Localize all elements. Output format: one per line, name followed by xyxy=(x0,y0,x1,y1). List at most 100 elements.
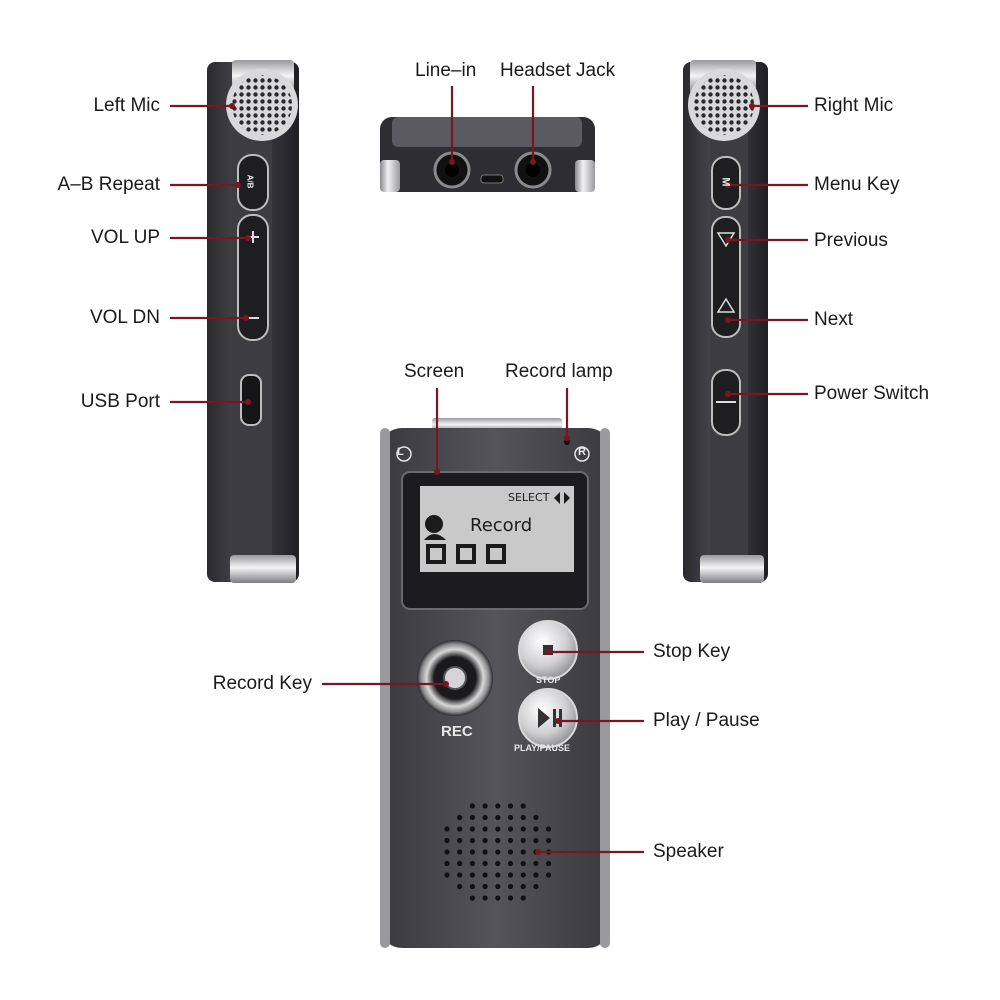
speaker-hole xyxy=(533,814,539,821)
speaker-hole xyxy=(482,849,488,855)
speaker-hole xyxy=(495,883,501,890)
speaker-hole xyxy=(457,883,463,890)
speaker-hole xyxy=(520,837,526,844)
speaker-hole xyxy=(520,803,526,809)
speaker-hole xyxy=(444,826,450,832)
speaker-hole xyxy=(507,883,514,890)
speaker-hole xyxy=(533,837,539,844)
label-headset-jack: Headset Jack xyxy=(500,60,616,81)
play-pause-caption: PLAY/PAUSE xyxy=(514,743,571,753)
speaker-hole xyxy=(546,872,552,878)
speaker-hole xyxy=(520,860,526,867)
speaker-hole xyxy=(520,872,526,878)
label-right-mic: Right Mic xyxy=(814,95,894,116)
speaker-hole xyxy=(469,860,475,867)
speaker-hole xyxy=(469,814,475,821)
speaker-hole xyxy=(457,814,463,821)
speaker-hole xyxy=(495,837,501,844)
speaker-hole xyxy=(495,814,501,821)
speaker-hole xyxy=(533,872,539,878)
speaker-hole xyxy=(507,814,514,821)
speaker-hole xyxy=(457,826,463,832)
front-view xyxy=(380,418,610,948)
speaker-hole xyxy=(507,872,514,878)
label-previous: Previous xyxy=(814,230,888,251)
play-pause-icon xyxy=(538,708,550,728)
label-stop-key: Stop Key xyxy=(653,641,731,662)
top-view xyxy=(380,117,595,192)
speaker-hole xyxy=(469,803,475,809)
label-play-pause: Play / Pause xyxy=(653,710,760,731)
track-rocker[interactable] xyxy=(711,216,741,338)
label-next: Next xyxy=(814,309,854,330)
speaker-hole xyxy=(495,860,501,867)
screen-mode-text: Record xyxy=(470,515,533,536)
speaker-hole xyxy=(533,826,539,832)
right-mic-mark: R xyxy=(578,446,586,458)
speaker-hole xyxy=(520,883,526,890)
usb-port-icon xyxy=(240,374,262,426)
label-speaker: Speaker xyxy=(653,841,724,862)
speaker-hole xyxy=(507,826,514,832)
speaker-hole xyxy=(444,849,450,855)
label-vol-dn: VOL DN xyxy=(89,307,160,328)
speaker-hole xyxy=(507,860,514,867)
speaker-hole xyxy=(507,895,514,901)
speaker-hole xyxy=(469,826,475,832)
speaker-hole xyxy=(482,883,488,890)
speaker-hole xyxy=(495,872,501,878)
speaker-hole xyxy=(520,895,526,901)
speaker-hole xyxy=(546,837,552,844)
speaker-hole xyxy=(507,849,514,855)
speaker-hole xyxy=(533,860,539,867)
label-power-switch: Power Switch xyxy=(814,383,930,404)
label-screen: Screen xyxy=(404,361,465,382)
speaker-hole xyxy=(469,883,475,890)
speaker-hole xyxy=(507,803,514,809)
speaker-grille xyxy=(444,803,552,901)
label-left-mic: Left Mic xyxy=(93,95,160,116)
speaker-hole xyxy=(495,895,501,901)
rec-caption: REC xyxy=(441,723,473,740)
stop-caption: STOP xyxy=(536,675,561,685)
volume-rocker[interactable] xyxy=(237,214,269,341)
speaker-hole xyxy=(482,814,488,821)
screen-select-text: SELECT xyxy=(508,491,550,504)
speaker-hole xyxy=(482,872,488,878)
speaker-hole xyxy=(495,849,501,855)
speaker-hole xyxy=(482,826,488,832)
speaking-person-icon xyxy=(425,515,443,533)
label-vol-up: VOL UP xyxy=(91,227,160,248)
label-ab-repeat: A–B Repeat xyxy=(57,174,160,195)
menu-mark: M xyxy=(719,177,732,187)
speaker-hole xyxy=(444,872,450,878)
speaker-hole xyxy=(444,860,450,867)
label-menu-key: Menu Key xyxy=(814,174,900,195)
speaker-hole xyxy=(469,872,475,878)
label-record-lamp: Record lamp xyxy=(505,361,613,382)
left-side-view xyxy=(207,60,299,583)
speaker-hole xyxy=(520,814,526,821)
speaker-hole xyxy=(546,826,552,832)
speaker-hole xyxy=(495,803,501,809)
left-mic-mark: L xyxy=(397,446,404,458)
speaker-hole xyxy=(457,860,463,867)
speaker-hole xyxy=(457,872,463,878)
speaker-hole xyxy=(469,895,475,901)
label-record-key: Record Key xyxy=(212,673,312,694)
speaker-hole xyxy=(469,849,475,855)
callout-lines xyxy=(170,86,808,855)
right-side-view xyxy=(683,60,768,583)
ab-repeat-mark: A/B xyxy=(245,174,255,189)
speaker-hole xyxy=(482,860,488,867)
speaker-hole xyxy=(444,837,450,844)
speaker-hole xyxy=(482,803,488,809)
speaker-hole xyxy=(495,826,501,832)
speaker-hole xyxy=(469,837,475,844)
speaker-hole xyxy=(546,860,552,867)
speaker-hole xyxy=(520,826,526,832)
speaker-hole xyxy=(520,849,526,855)
speaker-hole xyxy=(507,837,514,844)
speaker-hole xyxy=(533,883,539,890)
